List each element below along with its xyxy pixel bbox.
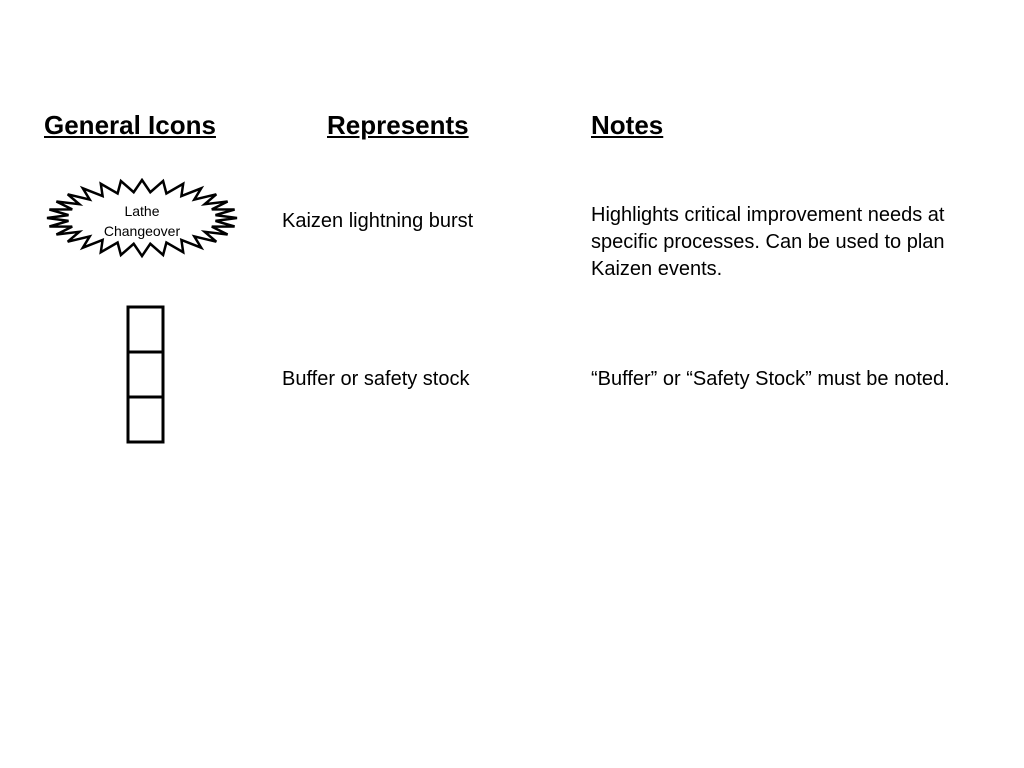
kaizen-burst-represents: Kaizen lightning burst xyxy=(282,210,474,232)
kaizen-burst-icon: Lathe Changeover xyxy=(44,178,244,262)
kaizen-burst-label-line-1: Lathe xyxy=(124,203,160,219)
represents-header: Represents xyxy=(327,110,469,140)
kaizen-burst-shape xyxy=(46,178,238,259)
notes-header: Notes xyxy=(591,110,664,140)
buffer-stock-shape xyxy=(126,305,165,444)
buffer-stock-box-bottom xyxy=(126,395,165,444)
kaizen-burst-outline xyxy=(46,178,238,259)
buffer-stock-represents: Buffer or safety stock xyxy=(282,368,470,390)
buffer-stock-box-top xyxy=(126,305,165,354)
buffer-stock-icon xyxy=(126,305,166,446)
buffer-stock-box-middle xyxy=(126,350,165,399)
kaizen-burst-label-line-2: Changeover xyxy=(103,223,181,239)
buffer-stock-notes: “Buffer” or “Safety Stock” must be noted… xyxy=(591,368,950,390)
general-icons-header: General Icons xyxy=(44,110,216,140)
kaizen-burst-label: Lathe Changeover xyxy=(44,201,240,241)
kaizen-burst-notes: Highlights critical improvement needs at… xyxy=(591,204,945,280)
